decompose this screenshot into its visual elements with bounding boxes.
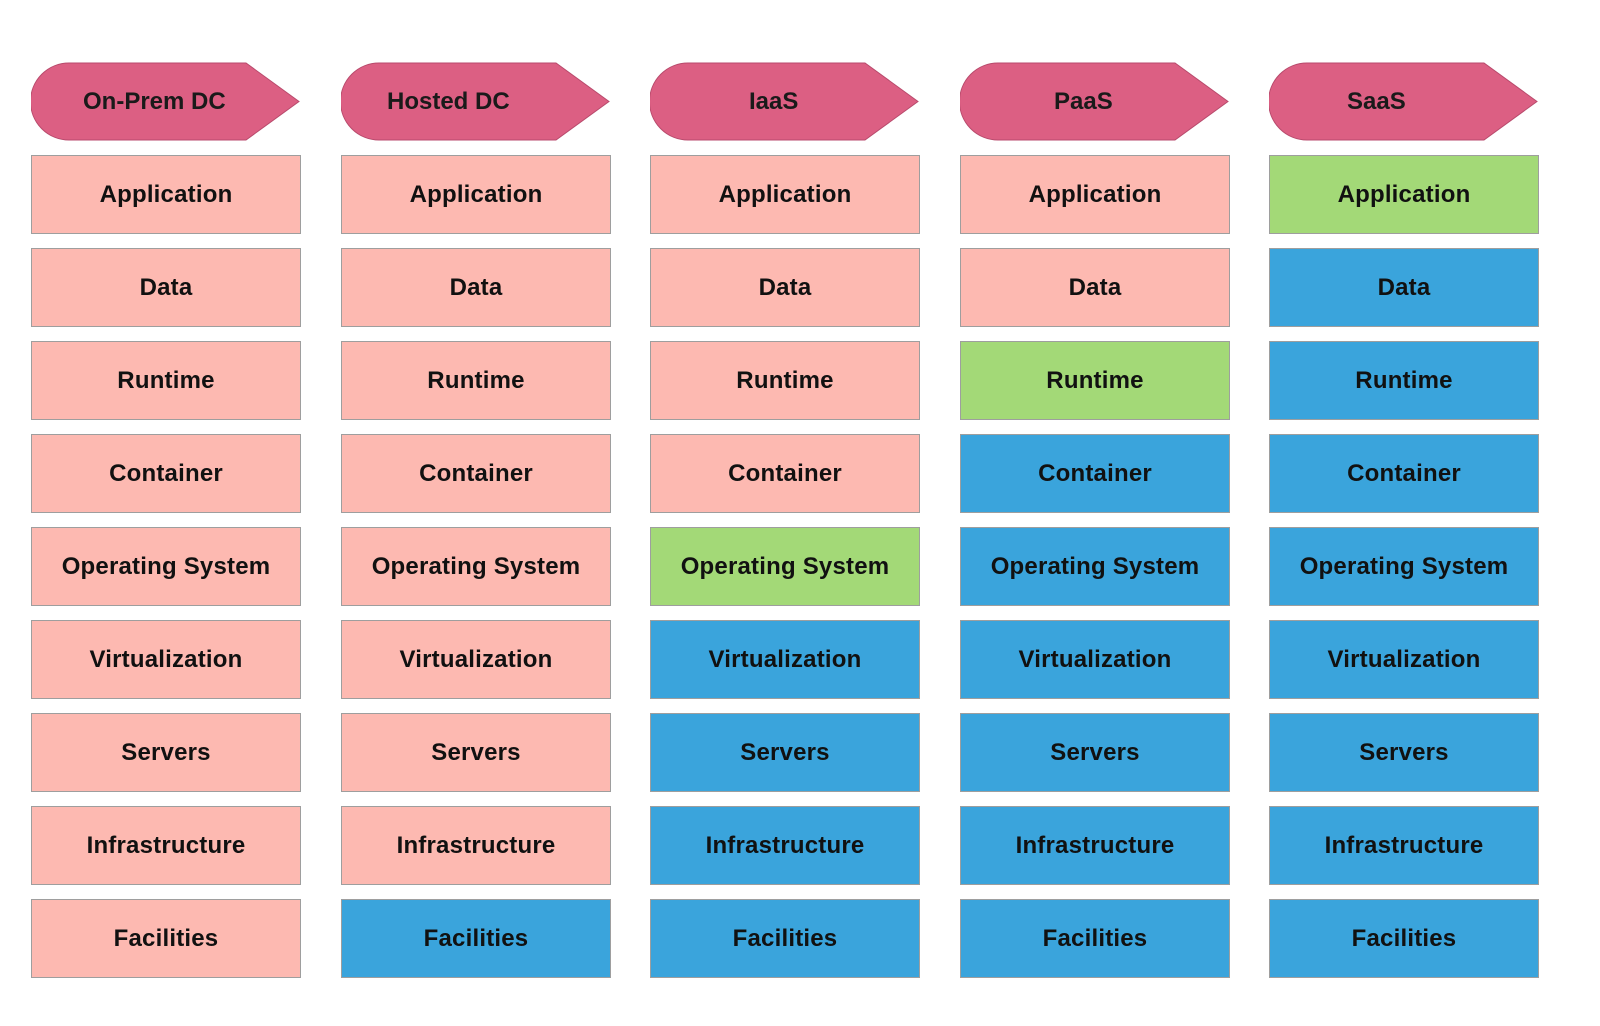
- layer-operating-system: Operating System: [1269, 527, 1539, 606]
- layer-operating-system: Operating System: [31, 527, 301, 606]
- layer-runtime: Runtime: [341, 341, 611, 420]
- layer-infrastructure: Infrastructure: [1269, 806, 1539, 885]
- layer-operating-system: Operating System: [341, 527, 611, 606]
- layer-application: Application: [650, 155, 920, 234]
- layer-servers: Servers: [31, 713, 301, 792]
- layer-facilities: Facilities: [650, 899, 920, 978]
- layer-infrastructure: Infrastructure: [650, 806, 920, 885]
- layer-container: Container: [31, 434, 301, 513]
- column-title: SaaS: [1347, 88, 1406, 115]
- layer-infrastructure: Infrastructure: [341, 806, 611, 885]
- layer-runtime: Runtime: [650, 341, 920, 420]
- header-arrow-shape: [1269, 62, 1538, 141]
- column-title: PaaS: [1054, 88, 1113, 115]
- layer-container: Container: [1269, 434, 1539, 513]
- layer-data: Data: [650, 248, 920, 327]
- layer-virtualization: Virtualization: [1269, 620, 1539, 699]
- layer-facilities: Facilities: [341, 899, 611, 978]
- layer-runtime: Runtime: [1269, 341, 1539, 420]
- layer-data: Data: [31, 248, 301, 327]
- column-title: On-Prem DC: [83, 88, 226, 115]
- column-header-on-prem-dc: On-Prem DC: [31, 62, 301, 141]
- column-header-iaas: IaaS: [650, 62, 920, 141]
- layer-virtualization: Virtualization: [650, 620, 920, 699]
- header-arrow-shape: [650, 62, 919, 141]
- layer-data: Data: [341, 248, 611, 327]
- layer-container: Container: [650, 434, 920, 513]
- header-arrow-shape: [31, 62, 300, 141]
- header-arrow-shape: [341, 62, 610, 141]
- layer-virtualization: Virtualization: [960, 620, 1230, 699]
- layer-operating-system: Operating System: [650, 527, 920, 606]
- layer-virtualization: Virtualization: [31, 620, 301, 699]
- layer-runtime: Runtime: [31, 341, 301, 420]
- column-title: IaaS: [749, 88, 799, 115]
- column-header-paas: PaaS: [960, 62, 1230, 141]
- layer-infrastructure: Infrastructure: [31, 806, 301, 885]
- layer-facilities: Facilities: [31, 899, 301, 978]
- layer-application: Application: [960, 155, 1230, 234]
- layer-operating-system: Operating System: [960, 527, 1230, 606]
- column-header-saas: SaaS: [1269, 62, 1539, 141]
- layer-servers: Servers: [1269, 713, 1539, 792]
- layer-servers: Servers: [341, 713, 611, 792]
- layer-servers: Servers: [650, 713, 920, 792]
- layer-facilities: Facilities: [960, 899, 1230, 978]
- layer-application: Application: [31, 155, 301, 234]
- layer-application: Application: [1269, 155, 1539, 234]
- layer-application: Application: [341, 155, 611, 234]
- layer-data: Data: [960, 248, 1230, 327]
- layer-facilities: Facilities: [1269, 899, 1539, 978]
- layer-data: Data: [1269, 248, 1539, 327]
- column-header-hosted-dc: Hosted DC: [341, 62, 611, 141]
- layer-container: Container: [960, 434, 1230, 513]
- column-title: Hosted DC: [387, 88, 510, 115]
- layer-runtime: Runtime: [960, 341, 1230, 420]
- layer-container: Container: [341, 434, 611, 513]
- layer-servers: Servers: [960, 713, 1230, 792]
- header-arrow-shape: [960, 62, 1229, 141]
- layer-infrastructure: Infrastructure: [960, 806, 1230, 885]
- layer-virtualization: Virtualization: [341, 620, 611, 699]
